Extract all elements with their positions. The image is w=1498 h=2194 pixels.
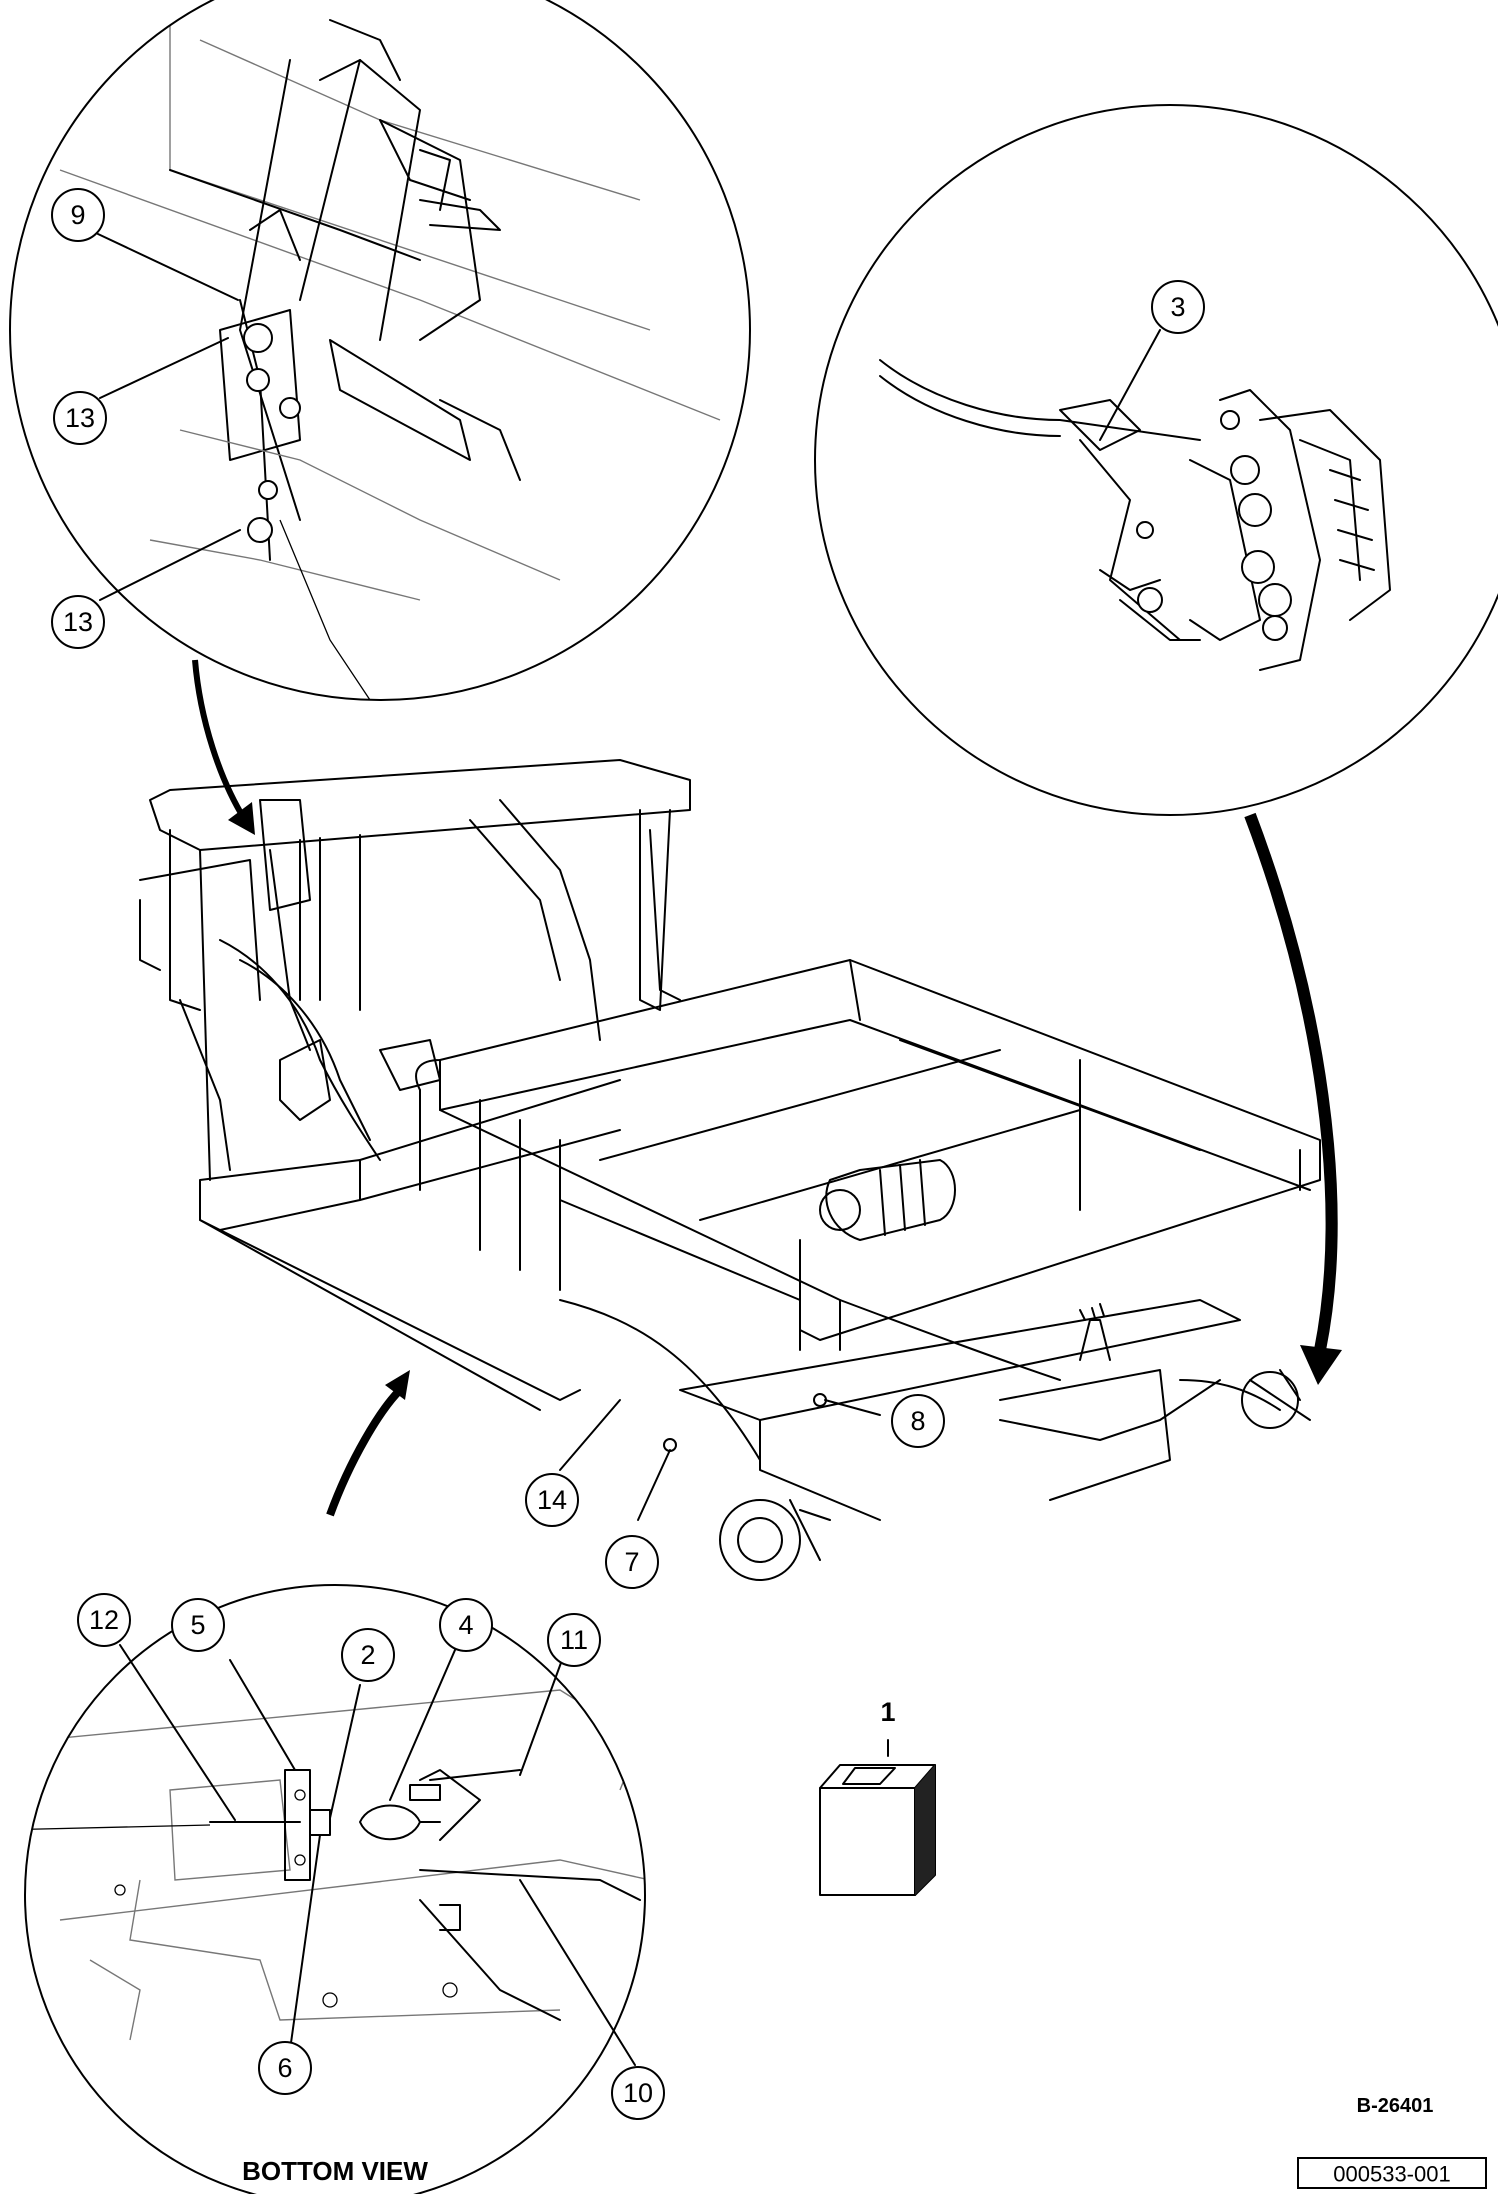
vehicle-frame xyxy=(139,759,1321,1581)
callout-7: 7 xyxy=(605,1535,659,1589)
callout-13-upper: 13 xyxy=(53,391,107,445)
callout-8: 8 xyxy=(891,1394,945,1448)
callout-12-label: 12 xyxy=(89,1605,119,1635)
callout-4-label: 4 xyxy=(458,1610,473,1640)
detail-bottom-view xyxy=(24,1584,646,2194)
figure-id: B-26401 xyxy=(1357,2095,1434,2117)
callout-13-lower-label: 13 xyxy=(63,607,93,637)
callout-9-label: 9 xyxy=(70,200,85,230)
callout-4: 4 xyxy=(439,1598,493,1652)
callout-3-label: 3 xyxy=(1170,292,1185,322)
callout-2-label: 2 xyxy=(360,1640,375,1670)
bottom-view-caption: BOTTOM VIEW xyxy=(242,2156,428,2186)
part-number: 000533-001 xyxy=(1333,2162,1450,2187)
callout-6: 6 xyxy=(258,2041,312,2095)
detail-pedal-assembly xyxy=(9,0,751,701)
callout-1: 1 xyxy=(880,1697,895,1727)
callout-10-label: 10 xyxy=(623,2078,653,2108)
callout-14: 14 xyxy=(525,1473,579,1527)
callout-2: 2 xyxy=(341,1628,395,1682)
kit-box-part-1 xyxy=(819,1739,936,1896)
arrow-bottom-view-detail xyxy=(326,1370,410,1517)
callout-13-lower: 13 xyxy=(51,595,105,649)
callout-7-label: 7 xyxy=(624,1547,639,1577)
arrow-caliper-detail xyxy=(1244,812,1342,1385)
callout-1-label: 1 xyxy=(880,1697,895,1727)
callout-5: 5 xyxy=(171,1598,225,1652)
part-number-box: 000533-001 xyxy=(1297,2157,1487,2189)
detail-brake-caliper xyxy=(814,104,1498,816)
callout-12: 12 xyxy=(77,1593,131,1647)
callout-9: 9 xyxy=(51,188,105,242)
callout-14-label: 14 xyxy=(537,1485,567,1515)
callout-11-label: 11 xyxy=(560,1625,588,1655)
callout-8-label: 8 xyxy=(910,1406,925,1436)
callout-10: 10 xyxy=(611,2066,665,2120)
callout-5-label: 5 xyxy=(190,1610,205,1640)
callout-11: 11 xyxy=(547,1613,601,1667)
callout-6-label: 6 xyxy=(277,2053,292,2083)
callout-13-upper-label: 13 xyxy=(65,403,95,433)
arrow-pedal-detail xyxy=(192,659,255,835)
callout-3: 3 xyxy=(1151,280,1205,334)
